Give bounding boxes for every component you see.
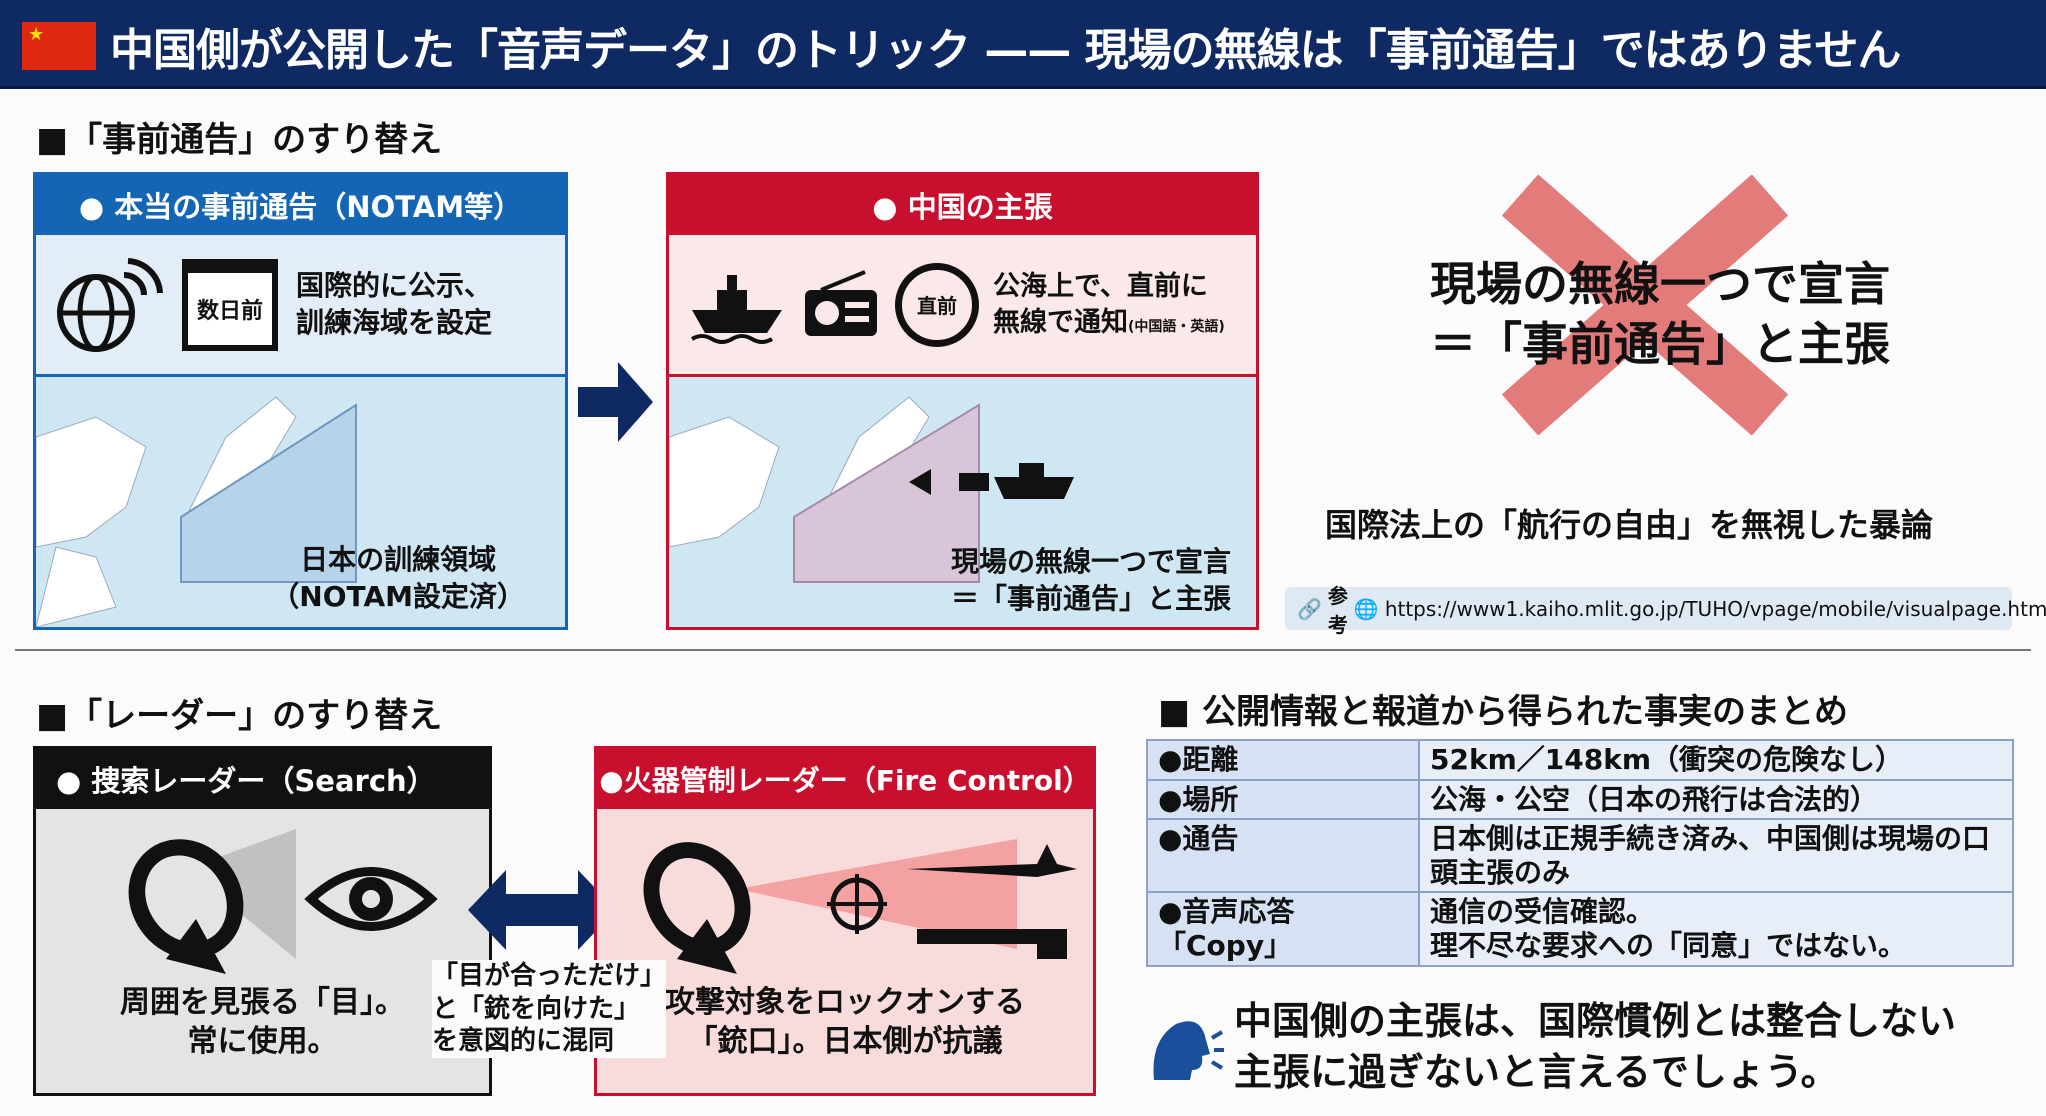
map-label: 現場の無線一つで宣言 bbox=[950, 545, 1231, 579]
summary-heading: ■ 公開情報と報道から得られた事実のまとめ bbox=[1158, 692, 1848, 732]
row-value: 日本側は正規手続き済み、中国側は現場の口頭主張のみ bbox=[1418, 818, 2014, 894]
search-radar-card: ● 捜索レーダー（Search） 周囲を見張る「目」。常に使用。 bbox=[33, 746, 492, 1096]
search-radar-text: 常に使用。 bbox=[187, 1024, 338, 1059]
ship-icon bbox=[690, 274, 782, 344]
note-line: 「目が合っただけ」 bbox=[432, 961, 667, 991]
double-arrow-icon bbox=[468, 870, 616, 950]
row-value: 公海・公空（日本の飛行は合法的） bbox=[1418, 778, 2014, 821]
radio-icon bbox=[805, 269, 877, 336]
japan-map: 現場の無線一つで宣言＝「事前通告」と主張 bbox=[669, 377, 1256, 627]
fire-control-radar-card: ●火器管制レーダー（Fire Control） 攻撃対象をロックオンする「銃口」… bbox=[594, 746, 1096, 1096]
radar-eye-icon bbox=[128, 829, 438, 974]
fire-control-icon bbox=[643, 839, 1077, 974]
page-title: 中国側が公開した「音声データ」のトリック —— 現場の無線は「事前通告」ではあり… bbox=[110, 25, 1901, 76]
search-radar-text: 周囲を見張る「目」。 bbox=[120, 985, 405, 1020]
reference-link[interactable]: 🔗 参考 🌐 https://www1.kaiho.mlit.go.jp/TUH… bbox=[1285, 584, 2046, 637]
table-row: ●通告日本側は正規手続き済み、中国側は現場の口頭主張のみ bbox=[1146, 818, 2014, 894]
confusion-note: 「目が合っただけ」 と「銃を向けた」 を意図的に混同 bbox=[432, 960, 667, 1058]
row-key: ●音声応答 bbox=[1158, 895, 1295, 929]
row-key: ●場所 bbox=[1146, 778, 1420, 821]
table-row: ●場所公海・公空（日本の飛行は合法的） bbox=[1146, 778, 2014, 821]
title-bar bbox=[0, 0, 2046, 89]
map-label: （NOTAM設定済） bbox=[271, 579, 525, 613]
row-key: 「Copy」 bbox=[1158, 928, 1293, 962]
card-header: ● 中国の主張 bbox=[669, 175, 1256, 235]
note-line: と「銃を向けた」 bbox=[432, 993, 641, 1024]
map-label: ＝「事前通告」と主張 bbox=[950, 581, 1231, 615]
note-line: を意図的に混同 bbox=[432, 1026, 615, 1056]
globe-icon: 🌐 bbox=[1353, 596, 1379, 621]
claim-text: 現場の無線一つで宣言 bbox=[1430, 257, 1890, 311]
china-claim-text: 無線で通知 bbox=[993, 306, 1128, 338]
map-label: 日本の訓練領域 bbox=[300, 543, 497, 577]
conclusion-text: 中国側の主張は、国際慣例とは整合しない bbox=[1234, 999, 1957, 1043]
link-icon: 🔗 bbox=[1297, 596, 1322, 621]
row-value: 理不尽な要求への「同意」ではない。 bbox=[1430, 928, 1907, 962]
cross-mark-icon bbox=[1501, 175, 1789, 435]
row-value: 52km／148km（衝突の危険なし） bbox=[1418, 739, 2014, 781]
conclusion-text: 主張に過ぎないと言えるでしょう。 bbox=[1234, 1050, 1839, 1095]
claim-text: ＝「事前通告」と主張 bbox=[1430, 316, 1890, 371]
china-flag-icon: ★ bbox=[22, 22, 96, 70]
reference-label: 参考 bbox=[1327, 583, 1348, 637]
china-claim-text: 公海上で、直前に bbox=[993, 271, 1208, 303]
row-value: 通信の受信確認。 bbox=[1430, 895, 1655, 929]
card-header: ● 捜索レーダー（Search） bbox=[36, 749, 489, 809]
section-heading-notice: ■「事前通告」のすり替え bbox=[36, 120, 443, 160]
arrow-right-icon bbox=[578, 362, 653, 442]
stopwatch-icon: 直前 bbox=[895, 262, 979, 347]
verdict-text: 国際法上の「航行の自由」を無視した暴論 bbox=[1325, 506, 1934, 544]
real-notice-card: ● 本当の事前通告（NOTAM等） 数日前 国際的に公示、訓練海域を設定 日本の… bbox=[33, 172, 568, 630]
fire-radar-text: 攻撃対象をロックオンする bbox=[665, 985, 1025, 1020]
row-key: ●距離 bbox=[1146, 739, 1420, 781]
divider bbox=[15, 649, 2031, 651]
table-row: ●音声応答「Copy」 通信の受信確認。理不尽な要求への「同意」ではない。 bbox=[1146, 891, 2014, 967]
row-key: ●通告 bbox=[1146, 818, 1420, 894]
globe-broadcast-icon bbox=[57, 257, 163, 352]
card-header: ●火器管制レーダー（Fire Control） bbox=[597, 749, 1093, 809]
japan-map: 日本の訓練領域（NOTAM設定済） bbox=[36, 377, 565, 627]
language-note: (中国語・英語) bbox=[1128, 318, 1225, 335]
china-claim-card: ● 中国の主張 直前 公海上で、直前に無線で通知(中国語・英語) 現場の無線一つ… bbox=[666, 172, 1259, 630]
speaking-person-icon bbox=[1153, 1021, 1224, 1080]
real-notice-text: 国際的に公示、 bbox=[296, 269, 493, 303]
card-header: ● 本当の事前通告（NOTAM等） bbox=[36, 175, 565, 235]
reference-url[interactable]: https://www1.kaiho.mlit.go.jp/TUHO/vpage… bbox=[1384, 596, 2046, 621]
fire-radar-text: 「銃口」。日本側が抗議 bbox=[687, 1024, 1003, 1059]
section-heading-radar: ■「レーダー」のすり替え bbox=[36, 696, 443, 736]
real-notice-text: 訓練海域を設定 bbox=[296, 305, 493, 339]
calendar-icon: 数日前 bbox=[182, 258, 278, 351]
